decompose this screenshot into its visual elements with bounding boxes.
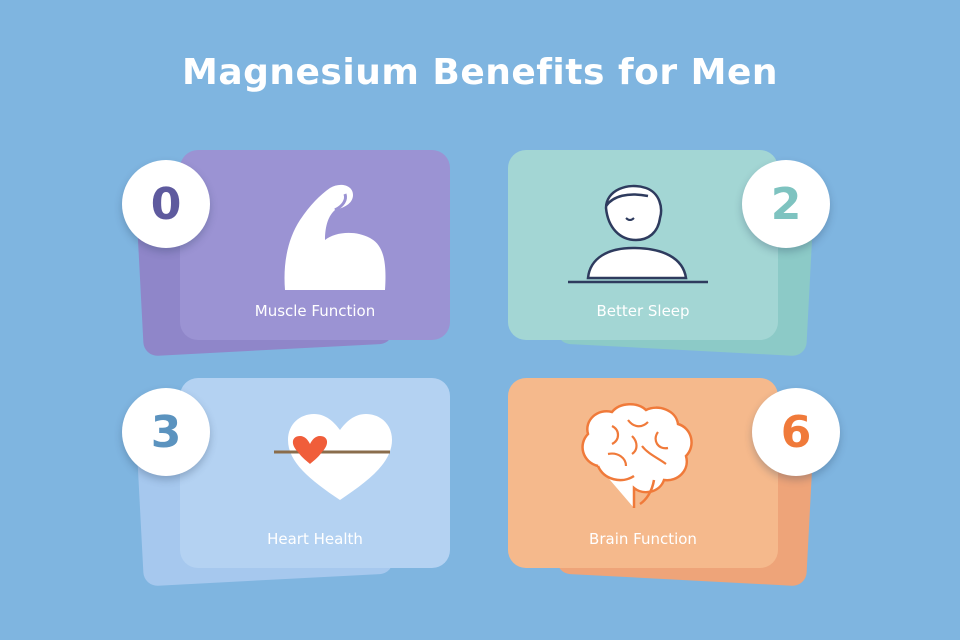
flexed-arm-icon bbox=[284, 184, 386, 290]
number-badge: 3 bbox=[122, 388, 210, 476]
number-badge: 0 bbox=[122, 160, 210, 248]
card-panel: Muscle Function bbox=[180, 150, 450, 340]
card-label: Heart Health bbox=[267, 530, 363, 548]
card-panel: Better Sleep bbox=[508, 150, 778, 340]
card-label: Muscle Function bbox=[254, 302, 376, 320]
page-title: Magnesium Benefits for Men bbox=[182, 52, 778, 93]
card-panel: Heart Health bbox=[180, 378, 450, 568]
number-badge: 2 bbox=[742, 160, 830, 248]
card-label: Brain Function bbox=[589, 530, 697, 548]
card-panel: Brain Function bbox=[508, 378, 778, 568]
brain-icon bbox=[581, 403, 693, 508]
number-badge: 6 bbox=[752, 388, 840, 476]
sleeping-person-icon bbox=[568, 184, 708, 284]
heart-arrow-icon bbox=[274, 414, 392, 500]
card-label: Better Sleep bbox=[596, 302, 690, 320]
